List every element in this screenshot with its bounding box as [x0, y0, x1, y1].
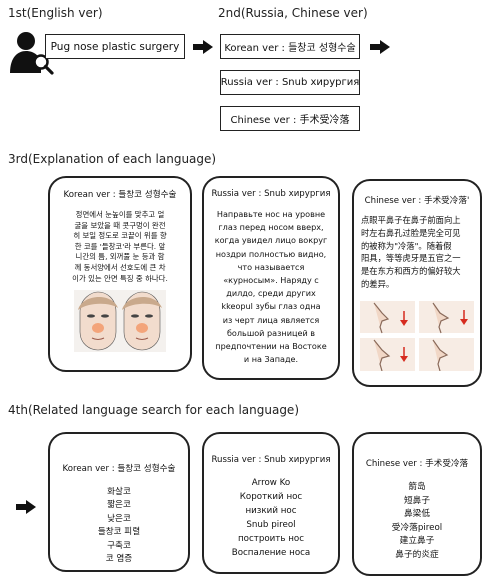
explanation-card-chinese: Chinese ver : 手术受冷落' 点眼平鼻子在鼻子前面向上 时左右鼻孔过…: [352, 179, 482, 387]
card-text: 点眼平鼻子在鼻子前面向上 时左右鼻孔过脸是完全可见 的被称为"冷落"。随着假 阳…: [361, 215, 461, 289]
face-illustration: [74, 290, 166, 353]
nose-profile-illustration: [360, 300, 474, 371]
step2-korean-box: Korean ver : 들창코 성형수술: [220, 34, 360, 59]
related-list-russian: Arrow Ko Короткий нос низкий нос Snub pi…: [204, 477, 338, 560]
list-item: 낮은코: [107, 513, 131, 524]
related-card-chinese: Chinese ver : 手术受冷落 箭岛 短鼻子 鼻梁低 受冷落pireol…: [352, 432, 482, 576]
list-item: 코 염증: [105, 554, 133, 565]
list-item: 鼻子的炎症: [395, 549, 439, 560]
heading-fourth: 4th(Related language search for each lan…: [8, 403, 299, 417]
list-item: 建立鼻子: [399, 536, 435, 547]
right-arrow-icon: [370, 40, 390, 54]
list-item: Arrow Ko: [251, 478, 291, 488]
card-title: Russia ver : Snub хирургия: [211, 189, 331, 199]
list-item: 受冷落pireol: [391, 522, 443, 533]
list-item: 짧은코: [107, 500, 131, 511]
heading-third: 3rd(Explanation of each language): [8, 152, 217, 166]
heading-first: 1st(English ver): [8, 6, 103, 20]
step2-russian-box: Russia ver : Snub хирургия: [220, 70, 360, 95]
explanation-card-korean: Korean ver : 들창코 성형수술 정면에서 눈높이를 맞추고 얼 굴을…: [48, 176, 192, 372]
list-item: 화살코: [107, 487, 131, 497]
card-text: 정면에서 눈높이를 맞추고 얼 굴을 보았을 때 콧구멍이 완전 히 보일 정도…: [72, 210, 168, 283]
user-search-icon: [10, 32, 54, 75]
query-box: Pug nose plastic surgery: [45, 34, 185, 59]
related-list-korean: 화살코 짧은코 낮은코 들창코 피렬 구축코 코 염증: [50, 486, 188, 566]
step2-chinese-label: Chinese ver : 手术受冷落: [230, 115, 350, 126]
card-text: Направьте нос на уровне глаз перед носом…: [214, 209, 328, 365]
related-list-chinese: 箭岛 短鼻子 鼻梁低 受冷落pireol 建立鼻子 鼻子的炎症: [354, 481, 480, 563]
step2-chinese-box: Chinese ver : 手术受冷落: [220, 106, 360, 131]
list-item: 鼻梁低: [403, 509, 431, 520]
list-item: 구축코: [107, 540, 131, 551]
query-text: Pug nose plastic surgery: [50, 40, 180, 53]
list-item: 들창코 피렬: [97, 527, 141, 538]
list-item: 短鼻子: [403, 495, 431, 506]
card-title: Korean ver : 들창코 성형수술: [63, 190, 177, 200]
list-item: Воспаление носа: [231, 547, 311, 558]
right-arrow-icon: [16, 500, 36, 514]
step2-russian-label: Russia ver : Snub хирургия: [220, 77, 360, 88]
card-title: Chinese ver : 手术受冷落': [364, 196, 470, 206]
explanation-card-russian: Russia ver : Snub хирургия Направьте нос…: [202, 176, 340, 380]
card-title: Chinese ver : 手术受冷落: [365, 459, 469, 469]
list-item: низкий нос: [245, 505, 297, 516]
card-title: Korean ver : 들창코 성형수술: [62, 464, 176, 474]
related-card-russian: Russia ver : Snub хирургия Arrow Ko Коро…: [202, 432, 340, 574]
heading-second: 2nd(Russia, Chinese ver): [218, 6, 368, 20]
list-item: Короткий нос: [239, 491, 303, 502]
list-item: построить нос: [237, 533, 305, 544]
card-title: Russia ver : Snub хирургия: [211, 455, 331, 465]
list-item: 箭岛: [408, 482, 426, 492]
step2-korean-label: Korean ver : 들창코 성형수술: [224, 43, 356, 54]
right-arrow-icon: [193, 40, 213, 54]
list-item: Snub pireol: [246, 519, 296, 530]
related-card-korean: Korean ver : 들창코 성형수술 화살코 짧은코 낮은코 들창코 피렬…: [48, 432, 190, 572]
